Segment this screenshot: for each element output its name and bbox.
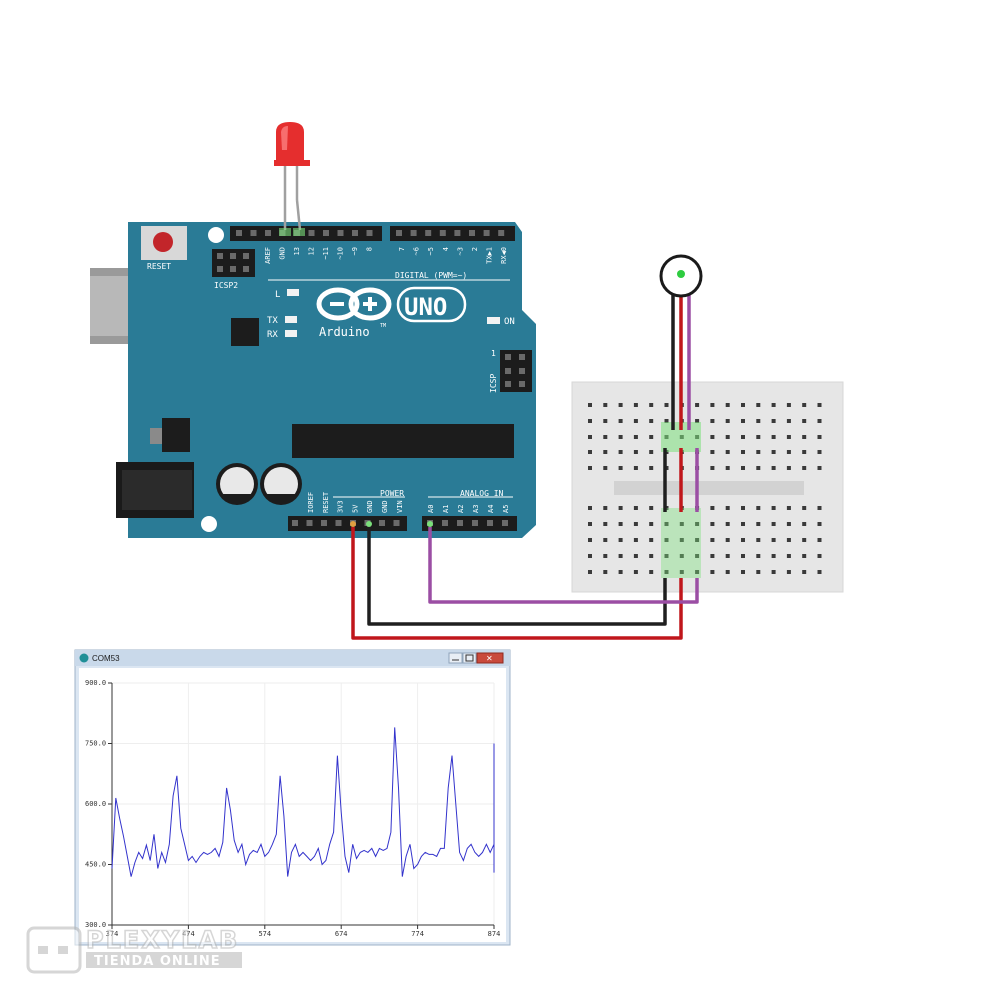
wire-column-highlight <box>661 508 701 578</box>
icsp-label: ICSP <box>489 374 498 393</box>
wire-a0-purple <box>428 527 699 604</box>
x-tick-label: 874 <box>488 930 501 938</box>
minimize-button[interactable] <box>448 652 463 664</box>
tx-label: TX <box>267 316 278 326</box>
analog-header <box>422 516 517 531</box>
rx-led <box>285 330 297 337</box>
analog-pin-label: A2 <box>457 505 465 513</box>
power-pin-label: GND <box>366 500 374 513</box>
rx-label: RX <box>267 330 278 340</box>
y-tick-label: 750.0 <box>85 740 106 748</box>
arduino-logo-text: Arduino <box>319 325 370 339</box>
y-tick-label: 300.0 <box>85 921 106 929</box>
analog-label: ANALOG IN <box>460 489 504 498</box>
top-pin-label: 4 <box>442 247 450 251</box>
power-label: POWER <box>380 489 404 498</box>
reset-label: RESET <box>147 262 171 271</box>
plot-area <box>79 668 506 942</box>
l-label: L <box>275 290 280 300</box>
l-led <box>287 289 299 296</box>
power-pin-label: RESET <box>322 491 330 513</box>
voltage-regulator <box>162 418 190 452</box>
close-icon: ✕ <box>486 654 493 663</box>
top-pin-label: ~9 <box>351 247 359 255</box>
analog-pin-label: A0 <box>427 505 435 513</box>
watermark-subtitle: TIENDA ONLINE <box>94 954 221 969</box>
power-pin-label: VIN <box>396 500 404 513</box>
power-pin-label: 5V <box>351 504 359 513</box>
pulse-sensor-led <box>677 270 685 278</box>
top-pin-label: AREF <box>264 247 272 264</box>
tm-mark: TM <box>380 323 386 329</box>
top-pin-label: ~10 <box>337 247 345 260</box>
led-body <box>274 122 310 166</box>
top-pin-label: ~6 <box>413 247 421 255</box>
watermark-brand: PLEXYLAB <box>86 926 239 954</box>
wire-5v-red <box>351 527 683 640</box>
top-pin-label: 7 <box>398 247 406 251</box>
top-pin-label: 2 <box>471 247 479 251</box>
uno-label: UNO <box>404 293 447 321</box>
x-tick-label: 574 <box>258 930 271 938</box>
plexylab-logo-icon <box>26 926 82 974</box>
top-pin-label: RX◀0 <box>500 247 508 264</box>
usb-chip <box>231 318 259 346</box>
board-pcb <box>128 222 536 538</box>
icsp-header <box>500 350 532 392</box>
breadboard <box>571 381 844 593</box>
close-button[interactable] <box>476 652 504 664</box>
analog-pin-label: A3 <box>472 505 480 513</box>
digital-header-right <box>390 226 515 241</box>
power-pin-label: IOREF <box>307 492 315 513</box>
x-tick-label: 474 <box>182 930 195 938</box>
signal-line <box>111 727 495 877</box>
x-tick-label: 674 <box>335 930 348 938</box>
top-pin-label: 13 <box>293 247 301 255</box>
wires <box>350 448 699 640</box>
top-pin-label: GND <box>279 247 287 260</box>
on-label: ON <box>504 317 515 327</box>
digital-label: DIGITAL (PWM=~) <box>395 271 467 280</box>
arduino-logo: UNO Arduino TM <box>316 286 467 339</box>
maximize-icon <box>465 654 474 662</box>
analog-pin-label: A4 <box>487 505 495 513</box>
top-pin-label: TX▶1 <box>486 247 494 264</box>
power-header <box>288 516 407 531</box>
analog-pin-label: A1 <box>442 505 450 513</box>
x-tick-label: 374 <box>106 930 119 938</box>
bottom-pin-labels: IOREF RESET 3V3 5V GND GND VIN A0 A1 A2 A3 A4 A5 <box>307 491 510 513</box>
icsp-pin1-label: 1 <box>491 349 496 358</box>
pulse-sensor <box>659 254 703 430</box>
top-pin-label: 8 <box>366 247 374 251</box>
top-pin-labels: AREF GND 13 12 ~11 ~10 ~9 8 7 ~6 ~5 4 ~3 2 TX▶1 RX◀0 <box>264 247 508 264</box>
icsp2-label: ICSP2 <box>214 281 238 290</box>
y-tick-label: 450.0 <box>85 861 106 869</box>
on-led <box>487 317 500 324</box>
window-titlebar[interactable] <box>75 650 510 666</box>
top-pin-label: ~3 <box>456 247 464 255</box>
digital-header-left <box>230 226 382 241</box>
window-title: COM53 <box>92 654 120 663</box>
tx-led <box>285 316 297 323</box>
plexylab-watermark: PLEXYLAB TIENDA ONLINE <box>26 925 242 974</box>
power-pin-label: 3V3 <box>337 500 345 513</box>
x-tick-label: 774 <box>411 930 424 938</box>
atmega-chip <box>292 424 514 458</box>
y-tick-label: 600.0 <box>85 800 106 808</box>
top-pin-label: 12 <box>308 247 316 255</box>
maximize-button[interactable] <box>462 652 477 664</box>
top-pin-label: ~5 <box>427 247 435 255</box>
top-pin-label: ~11 <box>322 247 330 260</box>
red-led <box>274 122 310 236</box>
arduino-app-icon <box>79 653 89 663</box>
y-tick-label: 900.0 <box>85 679 106 687</box>
analog-pin-label: A5 <box>502 505 510 513</box>
power-pin-label: GND <box>381 500 389 513</box>
